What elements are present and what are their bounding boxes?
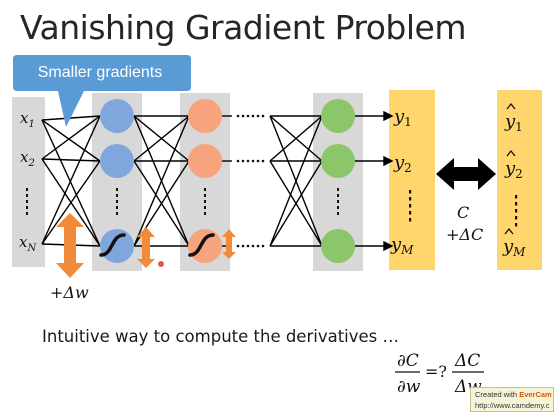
sigmoid-icon [99,233,126,257]
double-arrow-icon [436,158,496,190]
ellipsis-dot [116,206,118,209]
ellipsis-dot [116,194,118,197]
connection-line [133,115,190,247]
ellipsis-dot [337,194,339,197]
connection-line [41,115,101,160]
svg-text:ΔC: ΔC [454,351,480,371]
connection-lines [41,110,394,252]
input-layer-box [12,97,45,267]
connection-line [41,119,101,247]
ellipsis-dot [337,200,339,203]
output-layer-box [389,90,435,270]
arrowhead-icon [383,155,394,167]
layer-gap-ellipsis [236,114,265,248]
ellipsis-dot [116,200,118,203]
neurons [100,99,355,263]
connection-line [41,160,101,245]
layer-ellipses [116,188,339,215]
connection-line [269,160,323,247]
neuron-blue [100,144,134,178]
delta-w-arrow-icon [56,213,84,278]
sigmoid-icon [188,233,215,257]
ellipsis-dot [204,206,206,209]
delta-cost-label: +ΔC [446,225,483,244]
target-ellipsis [515,195,518,227]
neuron-blue [100,229,134,263]
neuron-blue [100,99,134,133]
connection-line [133,115,190,162]
watermark-brand: EverCam [519,390,552,399]
ellipsis-dot [204,200,206,203]
caption-text: Intuitive way to compute the derivatives… [42,327,400,346]
neuron-orange [188,99,222,133]
ellipsis-dot [116,212,118,215]
connection-line [269,115,323,247]
ellipsis-dot [204,194,206,197]
gradient-arrow-icon [222,229,236,259]
ellipsis-dot [337,212,339,215]
watermark-url: http://www.camdemy.c [475,401,550,410]
neuron-orange [188,229,222,263]
neuron-green [321,229,355,263]
gradient-arrow-icon [137,227,155,268]
svg-text:∂C: ∂C [397,351,419,371]
connection-line [41,115,101,245]
derivative-formula: ∂C ∂w =? ΔC Δw [395,351,484,397]
neuron-orange [188,144,222,178]
ellipsis-dot [204,188,206,191]
callout-bubble [13,55,191,127]
watermark-badge: Created with EverCam http://www.camdemy.… [470,387,554,412]
svg-text:=?: =? [425,362,447,381]
arrowhead-icon [383,240,394,252]
ellipsis-dot [116,188,118,191]
connection-line [269,115,323,162]
neuron-green [321,144,355,178]
input-ellipsis [26,188,28,215]
connection-line [41,115,101,121]
ellipsis-dot [337,206,339,209]
output-ellipsis [409,190,412,222]
connection-line [41,119,101,162]
svg-text:∂w: ∂w [397,377,421,397]
target-box [497,90,542,270]
cost-label: C [457,203,469,222]
ellipsis-dot [204,212,206,215]
neuron-green [321,99,355,133]
arrowhead-icon [383,110,394,122]
target-hats [504,102,516,235]
ellipsis-dot [337,188,339,191]
slide-title: Vanishing Gradient Problem [20,8,467,47]
watermark-prefix: Created with [475,390,520,399]
delta-w-label: +Δw [50,283,89,302]
connection-line [41,158,101,162]
cursor-dot-icon [158,261,164,267]
callout-label: Smaller gradients [37,64,163,81]
